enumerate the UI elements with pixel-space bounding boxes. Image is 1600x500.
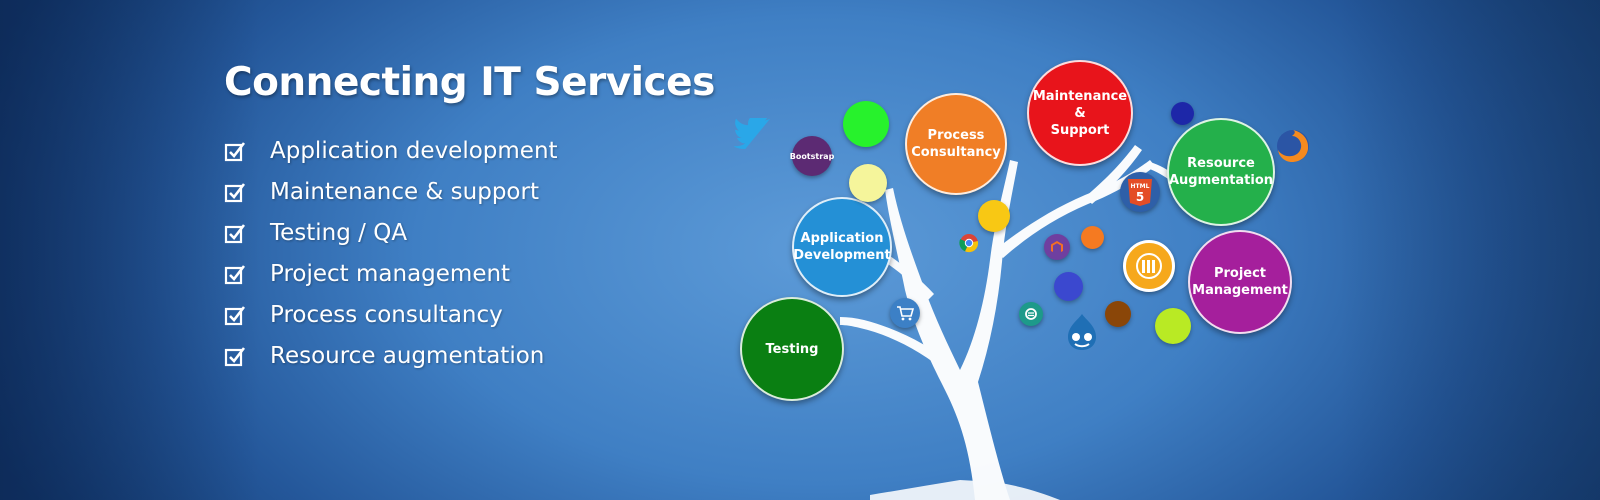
bubble-text: Development xyxy=(793,248,891,263)
service-item: Project management xyxy=(224,253,558,294)
html5-icon: HTML 5 xyxy=(1120,172,1160,212)
service-item: Testing / QA xyxy=(224,212,558,253)
service-item: Process consultancy xyxy=(224,294,558,335)
service-label: Project management xyxy=(270,260,511,287)
bubble-text: Resource xyxy=(1187,156,1255,171)
chrome-icon xyxy=(959,234,979,253)
html5-number: 5 xyxy=(1136,190,1144,204)
bubble-text: Project xyxy=(1213,266,1267,281)
liferay-icon xyxy=(1123,240,1175,292)
bubble-text: Application xyxy=(800,231,884,246)
magento-glyph xyxy=(1051,241,1063,252)
bubble-maintenance-support: Maintenance&Support xyxy=(1027,60,1133,166)
service-label: Application development xyxy=(270,137,558,164)
lime-dot xyxy=(1155,308,1191,344)
indigo-dot xyxy=(1054,272,1083,301)
bubble-text: Support xyxy=(1050,122,1110,138)
bubble-testing: Testing xyxy=(740,297,844,401)
service-label: Maintenance & support xyxy=(270,178,539,205)
service-item: Application development xyxy=(224,130,558,171)
service-label: Testing / QA xyxy=(270,219,408,246)
checkbox-checked-icon xyxy=(224,223,246,243)
bootstrap-label: Bootstrap xyxy=(789,151,835,161)
bubble-text: & xyxy=(1074,105,1086,121)
bubble-text: Consultancy xyxy=(911,145,1001,160)
twitter-icon xyxy=(734,118,771,150)
liferay-glyph xyxy=(1136,253,1162,279)
bootstrap-icon: Bootstrap xyxy=(789,136,835,176)
gold-dot xyxy=(978,200,1010,232)
html5-label: HTML xyxy=(1131,183,1150,190)
drupal-icon xyxy=(1068,314,1096,350)
yellow-dot xyxy=(849,164,887,202)
checkbox-checked-icon xyxy=(224,346,246,366)
bubble-text: Management xyxy=(1192,283,1288,298)
checkbox-checked-icon xyxy=(224,182,246,202)
bubble-text: Augmentation xyxy=(1168,173,1274,188)
service-item: Resource augmentation xyxy=(224,335,558,376)
bubble-text: Process xyxy=(927,128,985,143)
shopping-cart-icon xyxy=(890,298,920,328)
brown-dot xyxy=(1105,301,1131,327)
green-dot xyxy=(843,101,889,147)
firefox-icon xyxy=(1277,130,1309,162)
magento-icon xyxy=(1044,234,1070,260)
spree-icon xyxy=(1019,302,1043,326)
left-vignette xyxy=(0,0,260,500)
orange-dot xyxy=(1081,226,1104,249)
checkbox-checked-icon xyxy=(224,141,246,161)
checkbox-checked-icon xyxy=(224,305,246,325)
service-label: Resource augmentation xyxy=(270,342,545,369)
bubble-text: Maintenance xyxy=(1032,88,1128,104)
html5-shield: HTML 5 xyxy=(1128,179,1152,206)
navy-dot xyxy=(1171,102,1194,125)
spree-glyph xyxy=(1025,308,1037,320)
service-label: Process consultancy xyxy=(270,301,503,328)
cart-glyph xyxy=(897,306,914,321)
right-vignette xyxy=(1340,0,1600,500)
service-item: Maintenance & support xyxy=(224,171,558,212)
bubble-text: Testing xyxy=(765,341,819,357)
checkbox-checked-icon xyxy=(224,264,246,284)
services-list: Application development Maintenance & su… xyxy=(224,130,558,376)
banner-title: Connecting IT Services xyxy=(224,60,715,105)
